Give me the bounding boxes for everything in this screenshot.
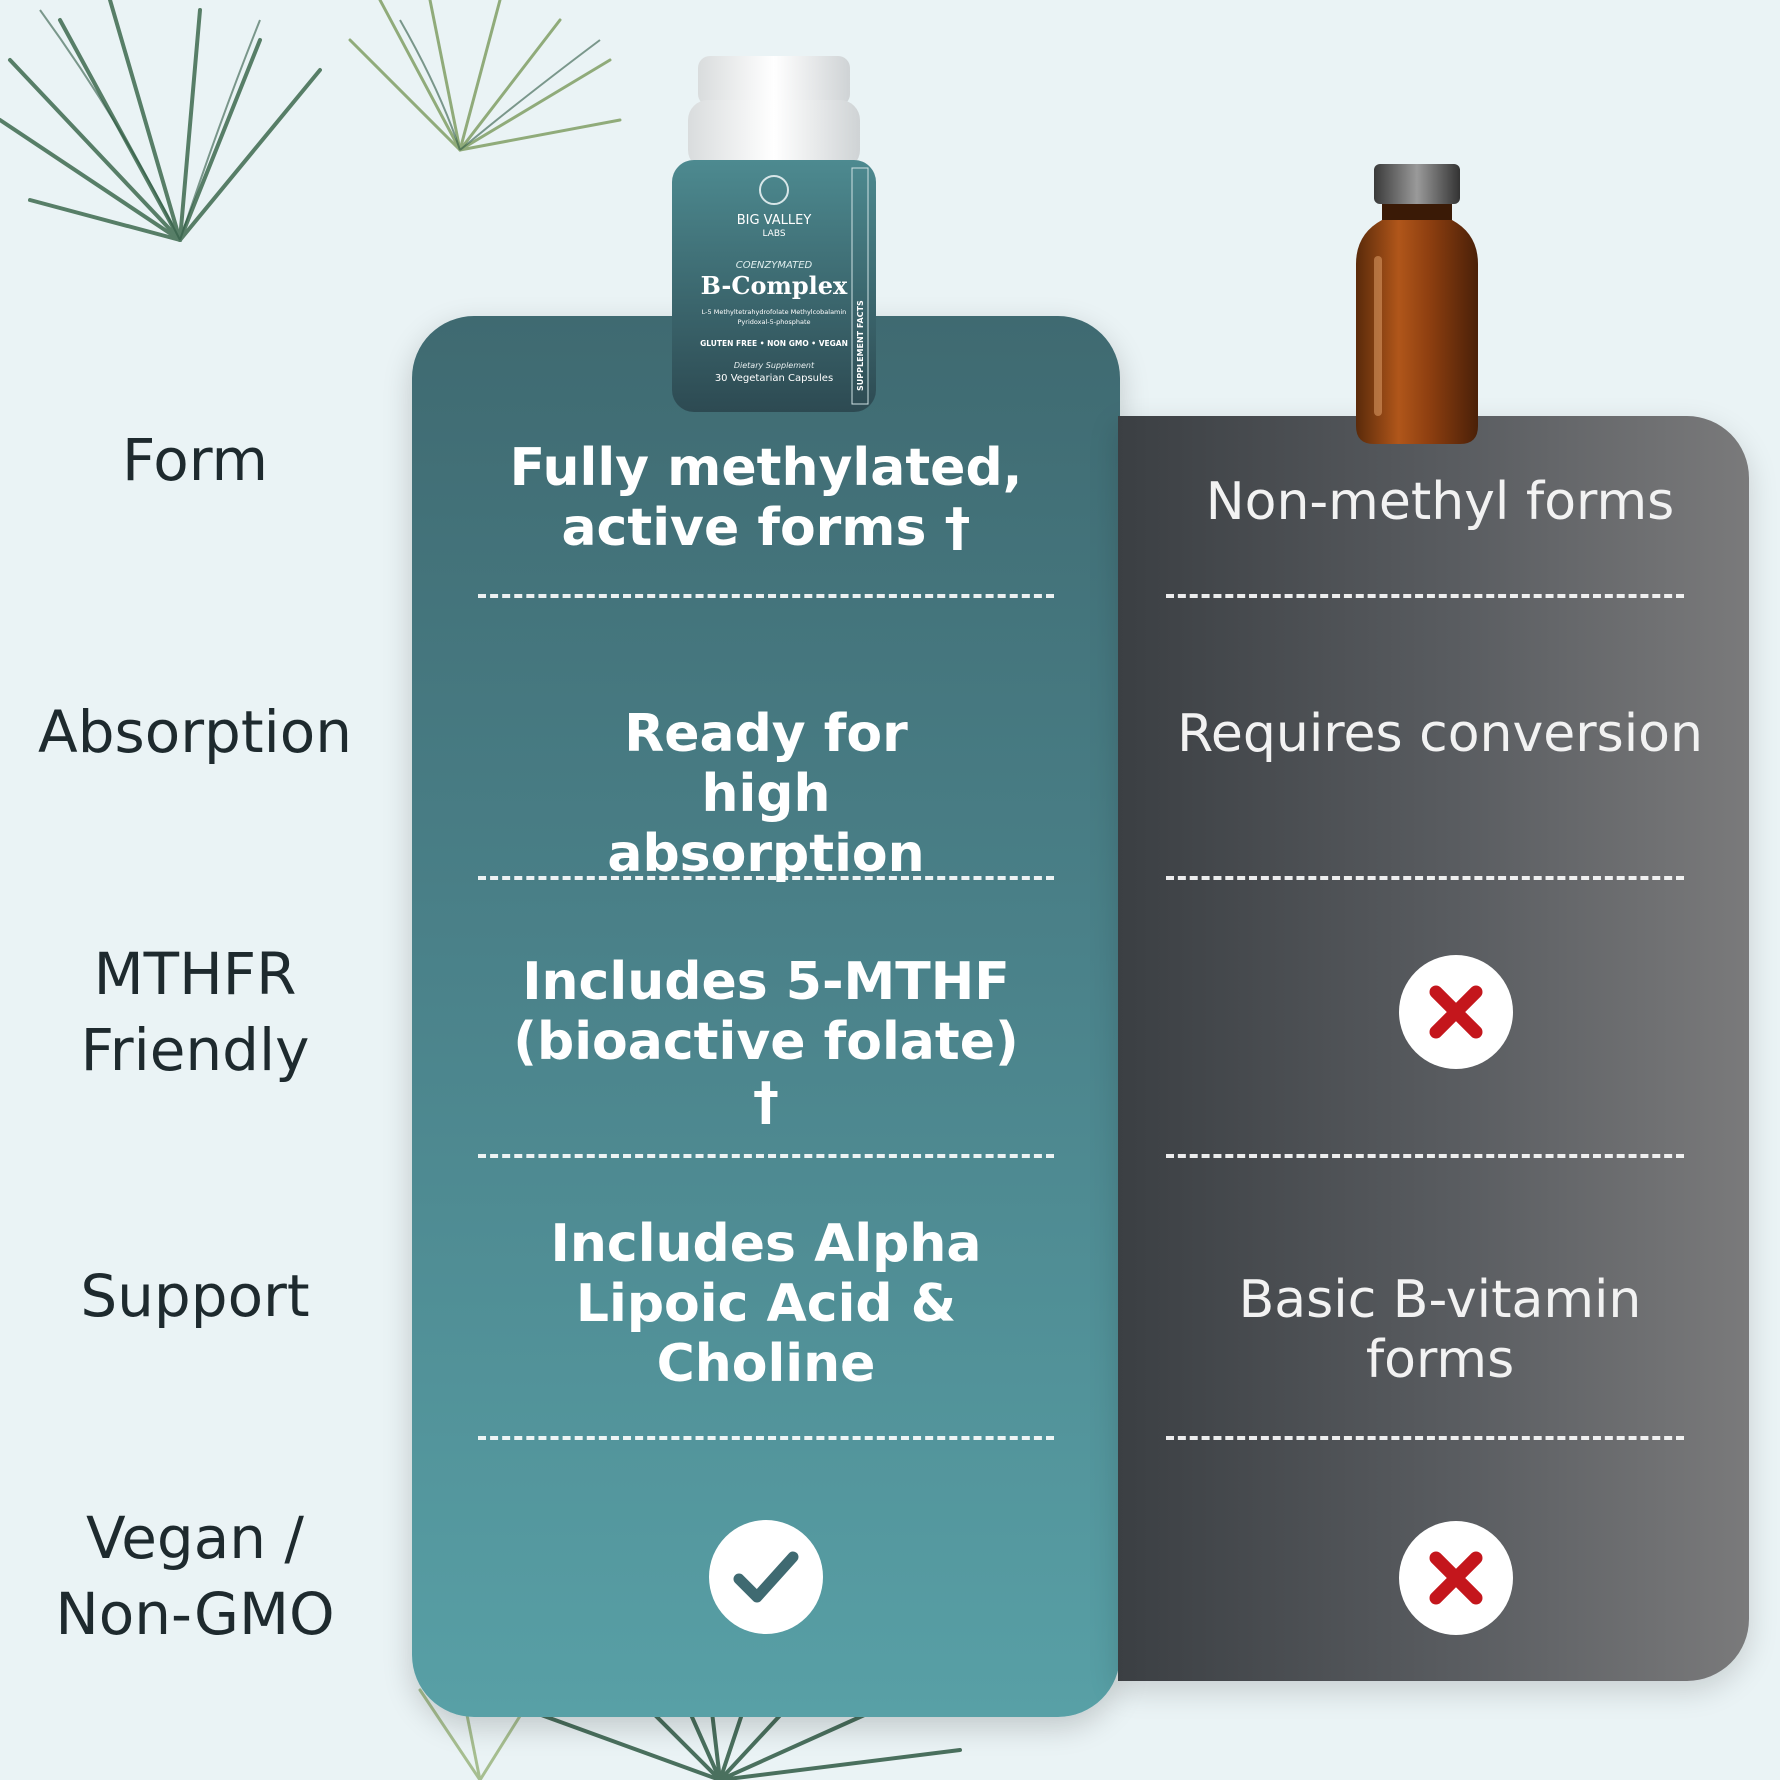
brand-column bbox=[412, 316, 1120, 1717]
row-label-form: Form bbox=[121, 426, 269, 494]
brand-vegan-badge bbox=[709, 1520, 823, 1634]
row-label-mthfr: MTHFR Friendly bbox=[80, 940, 310, 1084]
row-divider bbox=[478, 1154, 1054, 1158]
other-vegan-badge bbox=[1399, 1521, 1513, 1635]
bottle-ingredients-1: L-5 Methyltetrahydrofolate Methylcobalam… bbox=[702, 308, 847, 316]
other-support-text: Basic B-vitamin forms bbox=[1238, 1270, 1642, 1390]
bottle-brand-line2: LABS bbox=[762, 229, 785, 239]
row-divider bbox=[1166, 594, 1684, 598]
bottle-type: Dietary Supplement bbox=[734, 361, 815, 370]
x-icon bbox=[1429, 1551, 1483, 1605]
other-absorption-text: Requires conversion bbox=[1177, 704, 1703, 764]
row-label-support: Support bbox=[80, 1262, 310, 1330]
row-divider bbox=[478, 876, 1054, 880]
bottle-ingredients-2: Pyridoxal-5-phosphate bbox=[738, 318, 811, 326]
bottle-subtitle: COENZYMATED bbox=[736, 260, 813, 271]
brand-support-text: Includes Alpha Lipoic Acid & Choline bbox=[550, 1214, 982, 1394]
row-divider bbox=[478, 594, 1054, 598]
bottle-side-label: SUPPLEMENT FACTS bbox=[856, 300, 865, 391]
row-divider bbox=[1166, 876, 1684, 880]
palm-leaves-decoration bbox=[0, 0, 622, 242]
generic-amber-bottle-image bbox=[1356, 164, 1478, 444]
check-icon bbox=[733, 1551, 799, 1603]
row-divider bbox=[478, 1436, 1054, 1440]
bottle-claims: GLUTEN FREE • NON GMO • VEGAN bbox=[700, 339, 848, 348]
bottle-count: 30 Vegetarian Capsules bbox=[715, 373, 833, 384]
x-icon bbox=[1429, 985, 1483, 1039]
brand-form-text: Fully methylated, active forms † bbox=[509, 438, 1023, 558]
other-mthfr-badge bbox=[1399, 955, 1513, 1069]
row-label-absorption: Absorption bbox=[38, 698, 352, 766]
row-divider bbox=[1166, 1436, 1684, 1440]
other-form-text: Non-methyl forms bbox=[1205, 472, 1675, 532]
product-bottle-image: BIG VALLEY LABS COENZYMATED B-Complex L-… bbox=[672, 56, 876, 412]
row-label-vegan: Vegan / Non-GMO bbox=[55, 1504, 335, 1648]
row-divider bbox=[1166, 1154, 1684, 1158]
bottle-product-name: B-Complex bbox=[701, 271, 848, 300]
bottle-brand-line1: BIG VALLEY bbox=[737, 213, 812, 228]
brand-mthfr-text: Includes 5-MTHF (bioactive folate) † bbox=[513, 952, 1019, 1132]
brand-absorption-text: Ready for high absorption bbox=[607, 704, 925, 884]
